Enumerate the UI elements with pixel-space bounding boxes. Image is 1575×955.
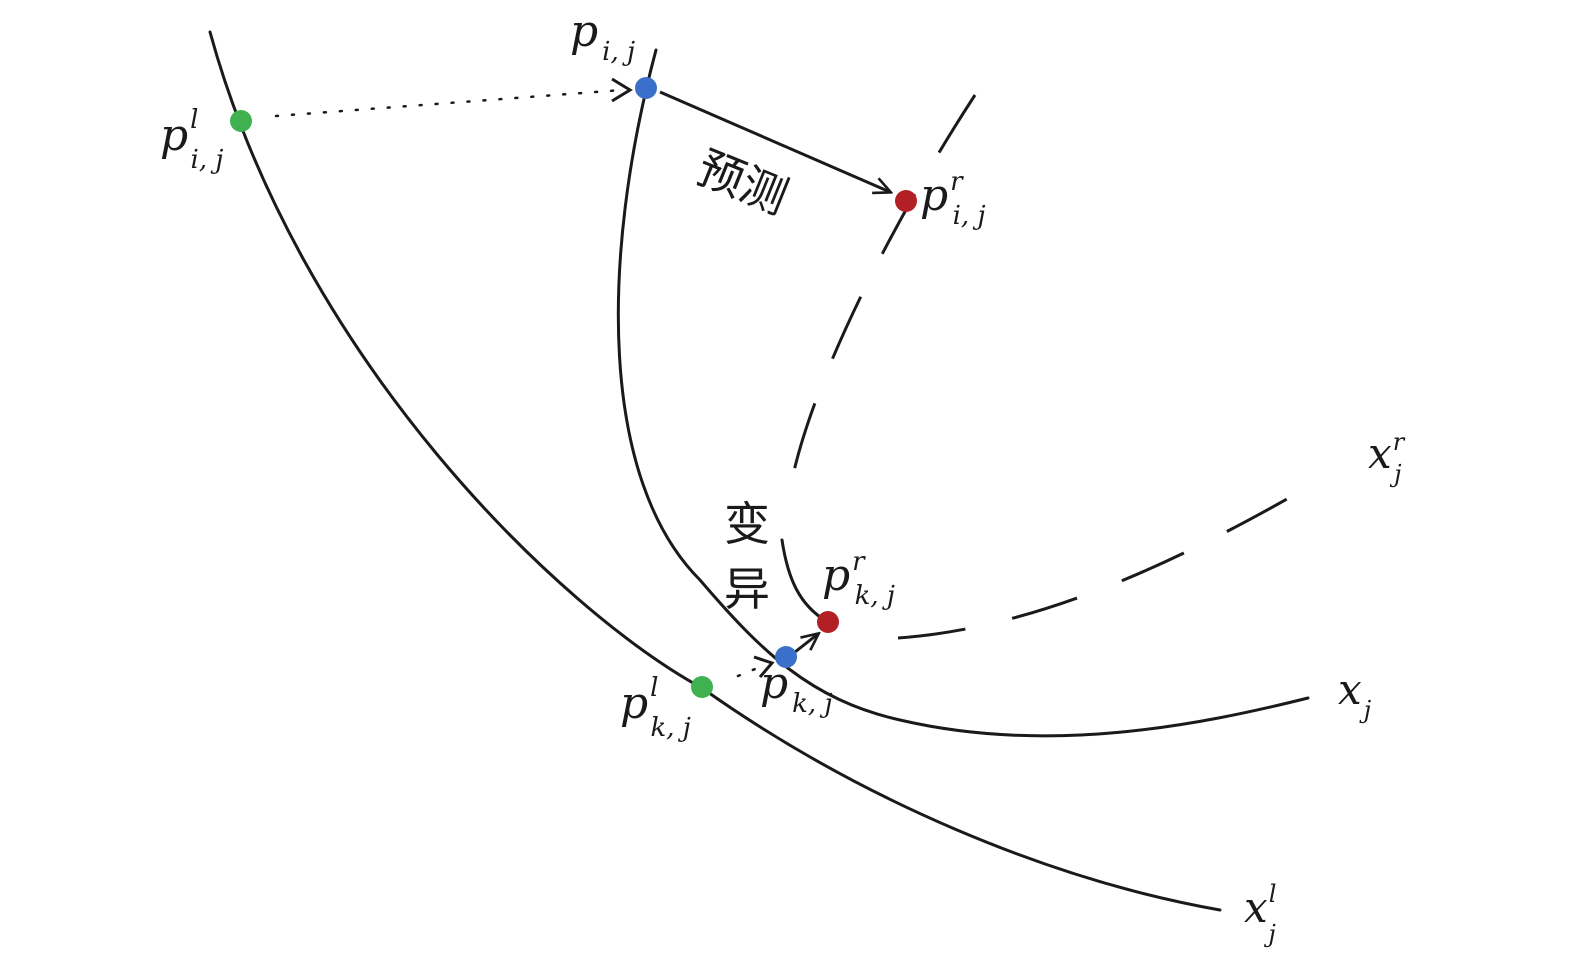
mutation-arc (780, 538, 828, 623)
label-mutate-2: 异 (724, 562, 770, 616)
curve-x (616, 48, 1310, 738)
dotted-arrow-i (274, 88, 624, 118)
dotted-arrow-i-head (611, 77, 633, 103)
curve-x-r (788, 94, 977, 491)
point-p-ij (635, 77, 657, 99)
dotted-arrow-k (736, 665, 762, 678)
curve-x-l (208, 30, 1222, 912)
label-mutate-1: 变 (724, 497, 770, 551)
point-p-kj (775, 646, 797, 668)
label-x: xj (1338, 665, 1372, 724)
point-p-r-ij (895, 190, 917, 212)
label-predict: 预测 (690, 140, 796, 225)
predict-arrow (659, 90, 890, 192)
curve-x-r-lower (897, 488, 1304, 640)
point-p-r-kj (817, 611, 839, 633)
point-p-l-ij (230, 110, 252, 132)
dotted-arrow-k-head (753, 655, 775, 678)
mutate-arrow (794, 634, 818, 654)
point-p-l-kj (691, 676, 713, 698)
